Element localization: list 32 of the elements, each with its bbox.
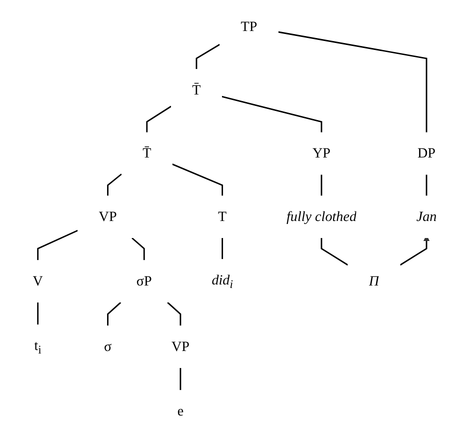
connector [36, 302, 38, 325]
connector [180, 368, 181, 390]
connector [172, 164, 223, 196]
node-text: did$_{i}$ [211, 272, 233, 291]
node-text: fully clothed [286, 209, 356, 225]
connector [320, 238, 348, 266]
connector [106, 302, 121, 326]
connector [222, 96, 322, 132]
node-text: T [218, 209, 226, 225]
connector [278, 31, 427, 132]
node-text: σ [104, 339, 112, 355]
connector [166, 302, 181, 326]
connector [106, 174, 122, 196]
node-text: V [32, 274, 43, 290]
connector [320, 174, 322, 196]
node-text: t$_{i}$ [34, 338, 42, 356]
node-text: TP [240, 19, 257, 35]
node-text: Jan [416, 209, 436, 225]
node-text: YP [312, 146, 330, 162]
node-text: T̄ [192, 82, 201, 98]
connector [131, 237, 145, 260]
connector [36, 230, 78, 260]
node-text: σP [136, 274, 152, 290]
node-text: e [177, 403, 184, 419]
connector [221, 238, 223, 260]
node-text: VP [171, 339, 190, 355]
connector [146, 106, 172, 132]
node-text: VP [98, 209, 117, 225]
connector [196, 44, 220, 69]
node-text: T̄ [142, 146, 151, 162]
connector [426, 174, 427, 196]
node-text: DP [417, 146, 436, 162]
